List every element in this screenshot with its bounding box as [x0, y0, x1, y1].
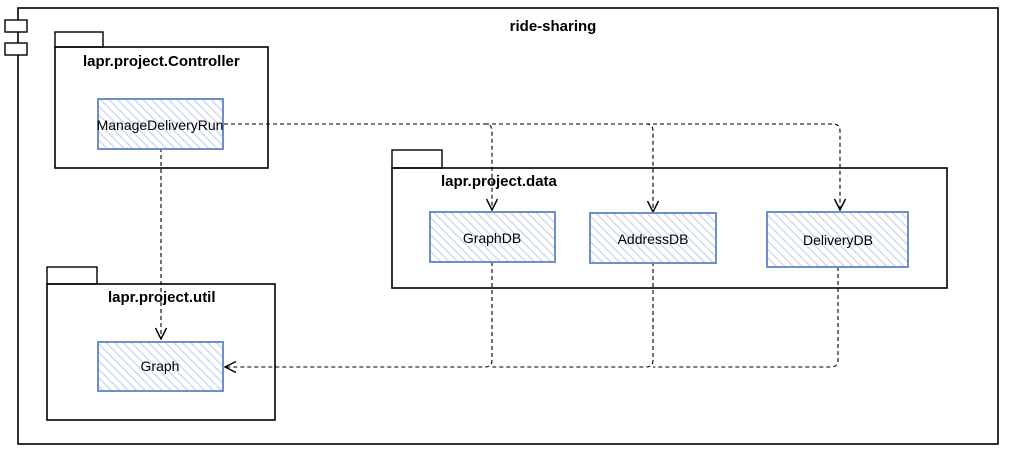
class-name: ManageDeliveryRun — [97, 117, 224, 133]
package-controller[interactable]: lapr.project.Controller — [54, 31, 269, 169]
component-title: ride-sharing — [510, 18, 597, 35]
dependency-manage-to-graphdb[interactable] — [224, 123, 492, 210]
package-title: lapr.project.data — [441, 173, 558, 190]
package-data[interactable]: lapr.project.data — [391, 149, 948, 289]
class-name: GraphDB — [463, 230, 521, 246]
component-ride-sharing[interactable]: ride-sharing — [4, 7, 999, 445]
dependency-deliverydb-to-graph[interactable] — [653, 267, 839, 368]
class-address-db[interactable]: AddressDB — [589, 212, 717, 264]
component-port-icon — [4, 42, 28, 56]
package-tab — [54, 31, 104, 48]
package-title: lapr.project.util — [108, 289, 216, 306]
class-graph-db[interactable]: GraphDB — [429, 211, 556, 263]
class-name: Graph — [141, 358, 180, 374]
package-title: lapr.project.Controller — [83, 53, 240, 70]
component-port-icon — [4, 19, 28, 33]
class-name: DeliveryDB — [803, 232, 873, 248]
dependency-graphdb-to-graph[interactable] — [225, 262, 493, 367]
package-tab — [46, 266, 98, 285]
class-delivery-db[interactable]: DeliveryDB — [766, 211, 909, 268]
dependency-manage-to-deliverydb[interactable] — [646, 123, 840, 210]
class-name: AddressDB — [618, 231, 689, 247]
dependency-addressdb-to-graph[interactable] — [492, 262, 654, 368]
class-manage-delivery-run[interactable]: ManageDeliveryRun — [97, 98, 224, 150]
package-tab — [391, 149, 443, 169]
class-graph[interactable]: Graph — [97, 341, 224, 392]
dependencies — [161, 123, 840, 368]
package-util[interactable]: lapr.project.util — [46, 266, 276, 421]
